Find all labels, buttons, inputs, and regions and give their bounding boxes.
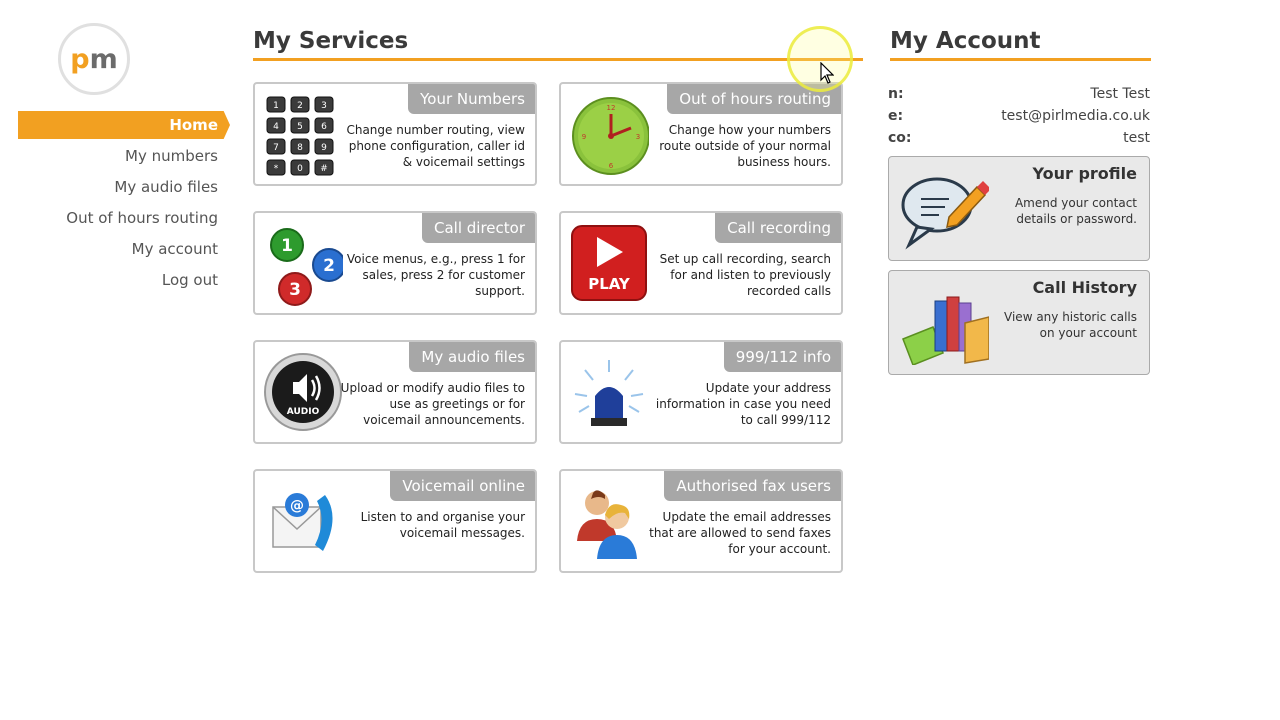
account-company-value: test (1123, 130, 1150, 146)
svg-text:@: @ (290, 498, 304, 514)
sidebar-nav: Home My numbers My audio files Out of ho… (18, 111, 230, 297)
call-history-title: Call History (1032, 278, 1137, 297)
account-company-row: co: test (888, 130, 1150, 150)
nav-item-log-out[interactable]: Log out (161, 271, 218, 289)
numbered-balls-icon: 1 2 3 (270, 228, 343, 306)
svg-text:4: 4 (273, 122, 279, 132)
mouse-pointer-icon (820, 62, 834, 84)
svg-text:#: # (320, 164, 328, 174)
card-call-director-desc: Voice menus, e.g., press 1 for sales, pr… (346, 252, 525, 298)
audio-speaker-icon: AUDIO (264, 353, 342, 431)
card-call-director-title: Call director (422, 213, 535, 243)
account-name-row: n: Test Test (888, 86, 1150, 106)
users-icon (577, 490, 637, 559)
card-out-of-hours-routing-desc: Change how your numbers route outside of… (659, 123, 831, 169)
keypad-icon: 1 2 3 4 5 6 7 8 9 * 0 # (266, 96, 334, 176)
play-button-label: PLAY (588, 275, 631, 293)
siren-light-icon (574, 360, 644, 426)
call-history-desc: View any historic calls on your account (1004, 310, 1137, 340)
card-my-audio-files-desc: Upload or modify audio files to use as g… (340, 381, 525, 427)
svg-text:*: * (274, 164, 279, 174)
svg-text:9: 9 (582, 133, 586, 141)
your-profile-title: Your profile (1032, 164, 1138, 183)
card-authorised-fax-users[interactable]: Authorised fax users Update the email ad… (559, 469, 843, 573)
your-profile-card[interactable]: Your profile Amend your contact details … (888, 156, 1150, 261)
card-authorised-fax-users-desc: Update the email addresses that are allo… (649, 510, 831, 556)
account-email-value: test@pirlmedia.co.uk (1001, 108, 1150, 124)
svg-text:6: 6 (609, 162, 614, 170)
card-my-audio-files-title: My audio files (409, 342, 535, 372)
svg-text:7: 7 (273, 143, 279, 153)
card-voicemail-online-desc: Listen to and organise your voicemail me… (360, 510, 525, 540)
card-voicemail-online-title: Voicemail online (390, 471, 535, 501)
card-call-recording-desc: Set up call recording, search for and li… (659, 252, 831, 298)
folders-icon (902, 296, 989, 365)
account-email-key: e: (888, 108, 904, 124)
account-name-key: n: (888, 86, 904, 102)
speech-pencil-icon (901, 177, 989, 250)
svg-text:3: 3 (289, 280, 301, 300)
logo-letter-p: p (70, 43, 90, 75)
account-email-row: e: test@pirlmedia.co.uk (888, 108, 1150, 128)
nav-item-my-audio-files[interactable]: My audio files (114, 178, 218, 196)
nav-item-my-account[interactable]: My account (131, 240, 218, 258)
svg-text:6: 6 (321, 122, 327, 132)
nav-item-home[interactable]: Home (18, 111, 230, 139)
svg-text:0: 0 (297, 164, 303, 174)
card-999-112-info-desc: Update your address information in case … (655, 381, 831, 427)
card-999-112-info[interactable]: 999/112 info Update your address informa… (559, 340, 843, 444)
call-history-card[interactable]: Call History View any historic calls on … (888, 270, 1150, 375)
svg-text:1: 1 (281, 236, 293, 256)
svg-text:2: 2 (323, 256, 335, 276)
card-call-recording-title: Call recording (715, 213, 841, 243)
account-heading: My Account (890, 28, 1151, 61)
card-your-numbers[interactable]: 1 2 3 4 5 6 7 8 9 * 0 # Your Numbers Change numb… (253, 82, 537, 186)
nav-item-my-numbers[interactable]: My numbers (125, 147, 218, 165)
account-name-value: Test Test (1090, 86, 1150, 102)
svg-text:8: 8 (297, 143, 303, 153)
cursor-highlight-ring (787, 26, 853, 92)
audio-icon-label: AUDIO (287, 407, 320, 417)
svg-text:9: 9 (321, 143, 327, 153)
play-button-icon: PLAY (571, 225, 647, 301)
svg-text:2: 2 (297, 101, 303, 111)
svg-text:12: 12 (607, 104, 616, 112)
card-authorised-fax-users-title: Authorised fax users (664, 471, 841, 501)
services-heading: My Services (253, 28, 863, 61)
card-call-recording[interactable]: PLAY Call recording Set up call recordin… (559, 211, 843, 315)
account-company-key: co: (888, 130, 912, 146)
card-999-112-info-title: 999/112 info (723, 342, 841, 372)
nav-item-out-of-hours-routing[interactable]: Out of hours routing (66, 209, 218, 227)
svg-text:5: 5 (297, 122, 303, 132)
svg-text:3: 3 (636, 133, 640, 141)
card-my-audio-files[interactable]: AUDIO My audio files Upload or modify au… (253, 340, 537, 444)
your-profile-desc: Amend your contact details or password. (1014, 196, 1137, 226)
clock-icon: 12 3 6 9 (572, 97, 649, 175)
email-phone-icon: @ (272, 493, 333, 551)
svg-text:1: 1 (273, 101, 279, 111)
card-voicemail-online[interactable]: @ Voicemail online Listen to and organis… (253, 469, 537, 573)
card-your-numbers-desc: Change number routing, view phone config… (346, 123, 525, 169)
svg-text:3: 3 (321, 101, 327, 111)
logo-letter-m: m (89, 43, 118, 75)
card-call-director[interactable]: 1 2 3 Call director Voice menus, e.g., pre… (253, 211, 537, 315)
card-your-numbers-title: Your Numbers (408, 84, 535, 114)
